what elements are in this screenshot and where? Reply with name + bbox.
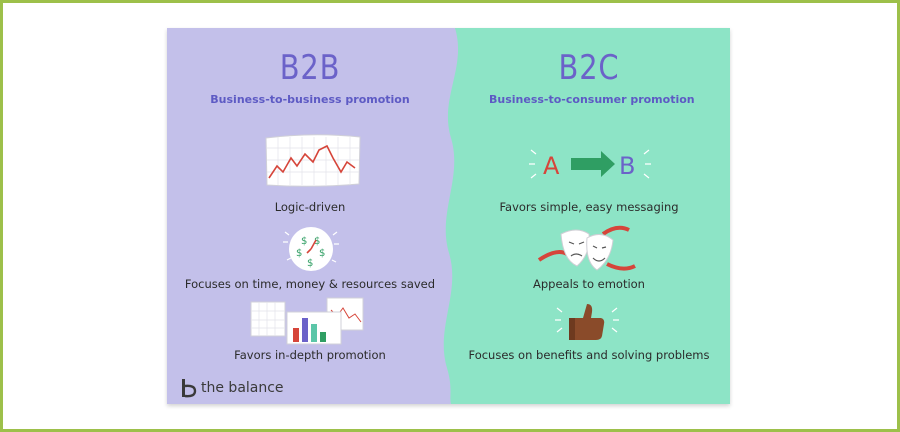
infographic-card: B2B Business-to-business promotion Logic… [167,28,730,404]
arrow-from-label: A [543,152,560,180]
b2b-caption-3: Favors in-depth promotion [234,348,386,362]
the-balance-logo: the balance [181,378,284,398]
b2b-title: B2B [279,48,341,88]
line-chart-icon [265,134,361,187]
b2c-subtitle: Business-to-consumer promotion [489,93,695,106]
b2b-caption-2: Focuses on time, money & resources saved [184,277,436,291]
svg-text:$: $ [319,248,325,259]
b2c-title: B2C [558,48,620,88]
bar-charts-icon [250,297,364,345]
b2c-caption-2: Appeals to emotion [533,277,645,291]
b2c-caption-3: Focuses on benefits and solving problems [468,348,710,362]
arrow-to-label: B [619,152,635,180]
a-to-b-arrow-icon: A B [529,149,651,180]
logo-text: the balance [201,380,284,396]
svg-text:$: $ [314,236,320,247]
b2b-caption-1: Logic-driven [274,200,346,214]
the-balance-logo-icon [182,379,197,398]
b2c-caption-1: Favors simple, easy messaging [499,200,679,214]
theater-masks-icon [537,225,636,271]
b2b-subtitle: Business-to-business promotion [210,93,410,106]
money-clock-icon: $ $ $ $ $ [283,227,339,271]
svg-text:$: $ [296,248,302,259]
background-split [167,28,730,404]
svg-text:$: $ [301,236,307,247]
svg-text:$: $ [307,258,313,269]
thumbs-up-icon [555,304,619,340]
